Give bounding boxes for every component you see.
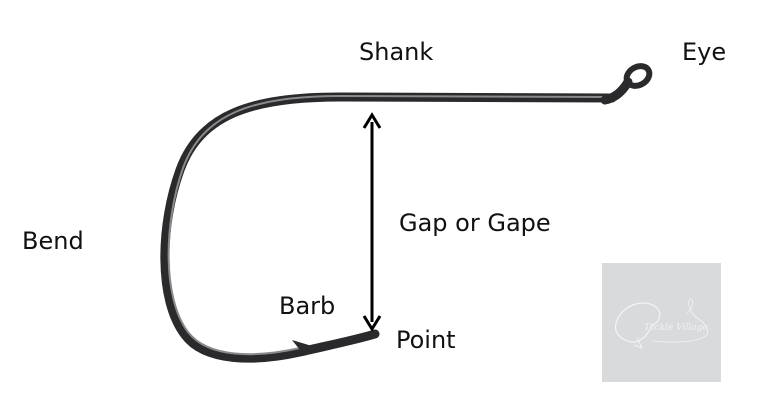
label-eye: Eye [682,38,727,66]
label-barb: Barb [279,292,336,320]
gap-arrow [362,112,382,332]
hook-barb [292,340,312,350]
watermark-logo: Tackle Village [602,263,721,382]
label-point: Point [396,326,456,354]
hook-eye-neck [600,77,633,105]
label-bend: Bend [22,227,84,255]
label-shank: Shank [359,38,434,66]
fish-logo-icon [614,298,709,349]
label-gap: Gap or Gape [399,209,551,237]
hook-eye [623,63,653,89]
logo-text: Tackle Village [644,323,708,333]
